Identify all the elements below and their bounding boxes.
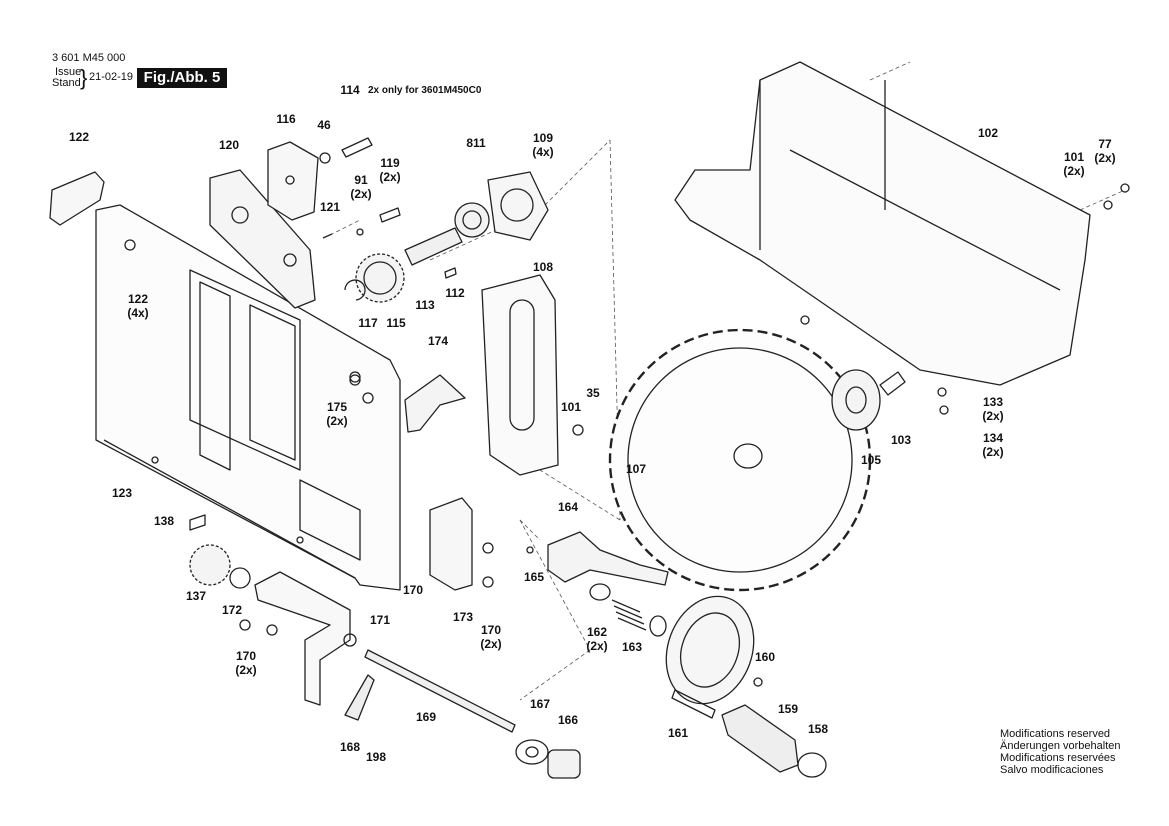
part-label: 137 [185,589,207,603]
part-label: 163 [621,640,643,654]
part-label: 173 [452,610,474,624]
part-113-shaft [404,227,463,266]
part-164-clamp-lever [547,531,669,586]
part-label: 175 (2x) [326,400,348,428]
part-169-rod [364,649,516,733]
part-114-screw [341,137,373,158]
part-174-handle [404,374,466,433]
stand-label: Stand [52,77,81,89]
note-114: 2x only for 3601M450C0 [368,85,482,96]
part-label: 101 [560,400,582,414]
part-label: 170 [402,583,424,597]
part-label: 159 [777,702,799,716]
issue-date: 21-02-19 [89,71,134,83]
part-label: 811 [466,136,486,150]
part-122-knob [49,171,105,226]
part-173-bracket [429,497,473,591]
mod-line: Modifications reservées [1000,752,1116,764]
part-109-flange [487,171,549,241]
part-120-bracket [209,169,316,309]
part-label: 169 [415,710,437,724]
part-label: 198 [365,750,387,764]
part-115-gear [355,253,405,303]
part-label: 105 [860,453,882,467]
part-label: 103 [890,433,912,447]
modifications-note: Modifications reserved Änderungen vorbeh… [1000,728,1120,776]
part-label: 115 [386,316,406,330]
brace: } [80,65,88,90]
part-label: 164 [557,500,579,514]
part-label: 138 [153,514,175,528]
part-123-side-frame [95,204,401,591]
part-label: 101 (2x) [1063,150,1085,178]
part-label: 171 [369,613,391,627]
part-label: 120 [218,138,240,152]
issue-label: Issue [55,66,82,78]
part-label: 160 [754,650,776,664]
doc-number: 3 601 M45 000 [52,52,126,64]
part-label: 122 [68,130,90,144]
part-label: 172 [221,603,243,617]
part-label: 114 [340,83,360,97]
mod-line: Salvo modificaciones [1000,764,1104,776]
part-label: 133 (2x) [982,395,1004,423]
part-label: 102 [977,126,999,140]
part-label: 168 [339,740,361,754]
part-158-cap [797,752,827,778]
part-137-gear [189,544,231,586]
part-label: 161 [667,726,689,740]
figure-badge: Fig./Abb. 5 [137,68,227,88]
part-label: 91 (2x) [350,173,372,201]
part-label: 167 [529,697,551,711]
part-label: 122 (4x) [127,292,149,320]
part-label: 162 (2x) [586,625,608,653]
part-label: 166 [557,713,579,727]
saw-blade [608,328,872,592]
part-label: 35 [586,386,600,400]
part-161-handwheel [665,595,755,705]
part-label: 170 (2x) [480,623,502,651]
part-168-lever [344,674,375,721]
mod-line: Änderungen vorbehalten [1000,740,1121,752]
part-label: 158 [807,722,829,736]
part-811-bearing [454,202,490,238]
part-108-cover [481,274,559,476]
part-163-spring [611,599,647,631]
part-label: 117 [358,316,378,330]
part-105-flange [831,369,881,431]
part-label: 112 [445,286,465,300]
part-label: 170 (2x) [235,649,257,677]
part-116-plate [267,141,319,221]
part-label: 108 [532,260,554,274]
part-label: 123 [111,486,133,500]
part-171-bracket [254,571,351,706]
part-label: 134 (2x) [982,431,1004,459]
part-102-blade-guard [674,61,1091,386]
part-label: 121 [319,200,341,214]
part-label: 174 [427,334,449,348]
mod-line: Modifications reserved [1000,728,1111,740]
part-label: 107 [625,462,647,476]
part-label: 165 [523,570,545,584]
part-label: 109 (4x) [532,131,554,159]
part-167-washer [515,739,549,765]
part-label: 77 (2x) [1094,137,1116,165]
part-label: 116 [276,112,296,126]
part-label: 119 (2x) [379,156,401,184]
part-166-nut [547,749,581,779]
part-label: 113 [415,298,435,312]
part-label: 46 [317,118,331,132]
